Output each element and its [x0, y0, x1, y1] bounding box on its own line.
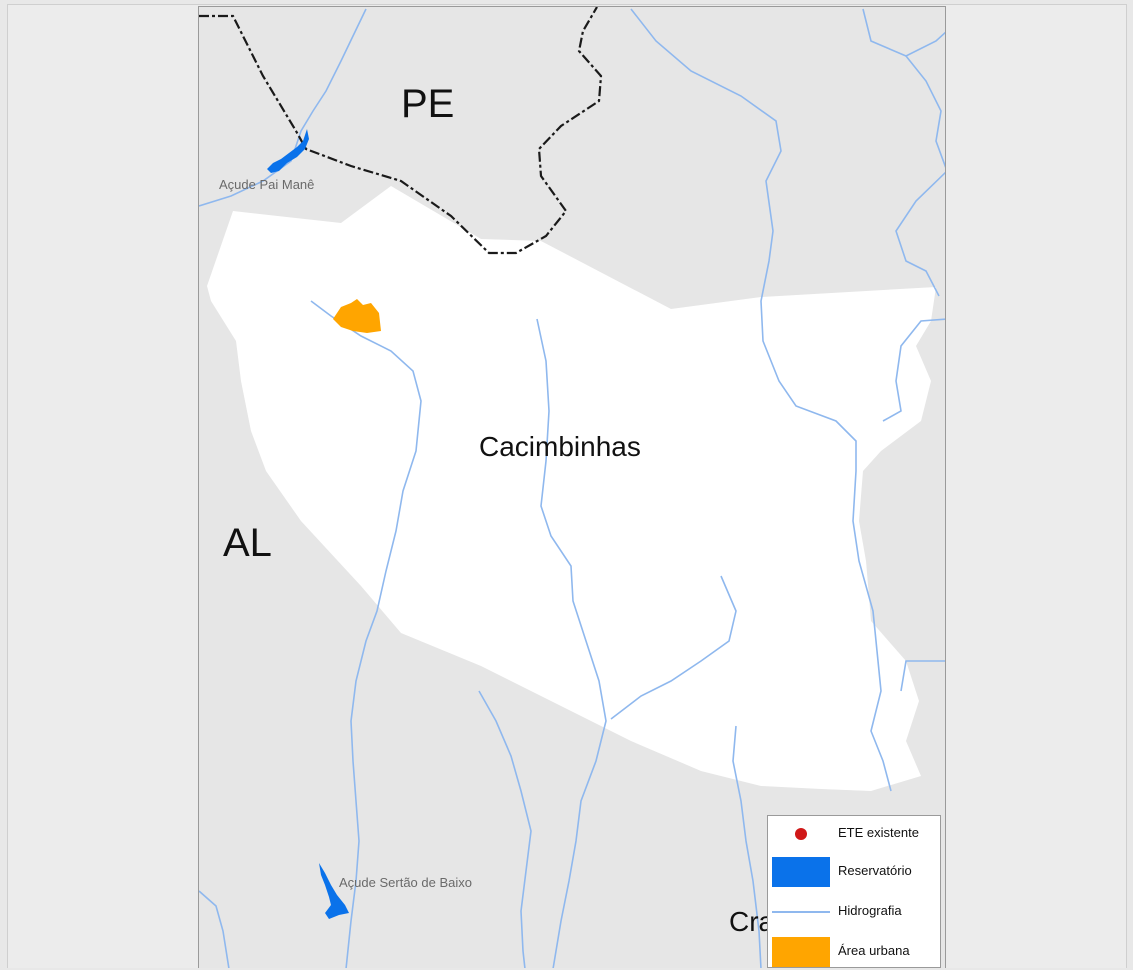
reservoir-label-sertao-de-baixo: Açude Sertão de Baixo: [339, 875, 472, 890]
hydrography: [199, 8, 945, 968]
legend-label: ETE existente: [838, 825, 919, 840]
urban-area-cacimbinhas[interactable]: [333, 299, 381, 333]
legend-label: Reservatório: [838, 863, 912, 878]
legend-item-hydrography: Hidrografia: [768, 894, 942, 930]
state-border-pe-al: [199, 7, 603, 255]
river: [882, 318, 945, 422]
reservoir-label-pai-mane: Açude Pai Manê: [219, 177, 314, 192]
river: [900, 660, 945, 692]
river: [199, 890, 230, 968]
river-line-icon: [772, 911, 830, 913]
urban-swatch-icon: [772, 937, 830, 967]
reservoir-sertao-de-baixo[interactable]: [319, 863, 349, 919]
river: [478, 690, 532, 968]
river: [199, 8, 367, 207]
legend-label: Hidrografia: [838, 903, 902, 918]
river: [610, 575, 737, 720]
legend-item-urban: Área urbana: [768, 934, 942, 970]
municipality-label: Cacimbinhas: [479, 431, 641, 462]
map-canvas[interactable]: PE AL Cacimbinhas Cra Açude Pai Manê Açu…: [198, 6, 946, 968]
neighbor-municipality-label: Cra: [729, 906, 775, 937]
reservoir-swatch-icon: [772, 857, 830, 887]
state-label-pe: PE: [401, 82, 454, 126]
river: [536, 318, 607, 968]
legend-label: Área urbana: [838, 943, 910, 958]
legend-item-ete: ETE existente: [768, 816, 942, 852]
municipality-area-cacimbinhas[interactable]: [207, 186, 936, 791]
reservoir-pai-mane[interactable]: [267, 129, 309, 173]
river: [895, 171, 945, 297]
river: [310, 300, 422, 968]
river: [905, 55, 945, 168]
river: [732, 725, 762, 968]
red-dot-icon: [772, 822, 830, 846]
river: [630, 8, 892, 792]
map-legend: ETE existente Reservatório Hidrografia Á…: [767, 815, 941, 968]
legend-item-reservoir: Reservatório: [768, 854, 942, 890]
state-label-al: AL: [223, 521, 272, 565]
